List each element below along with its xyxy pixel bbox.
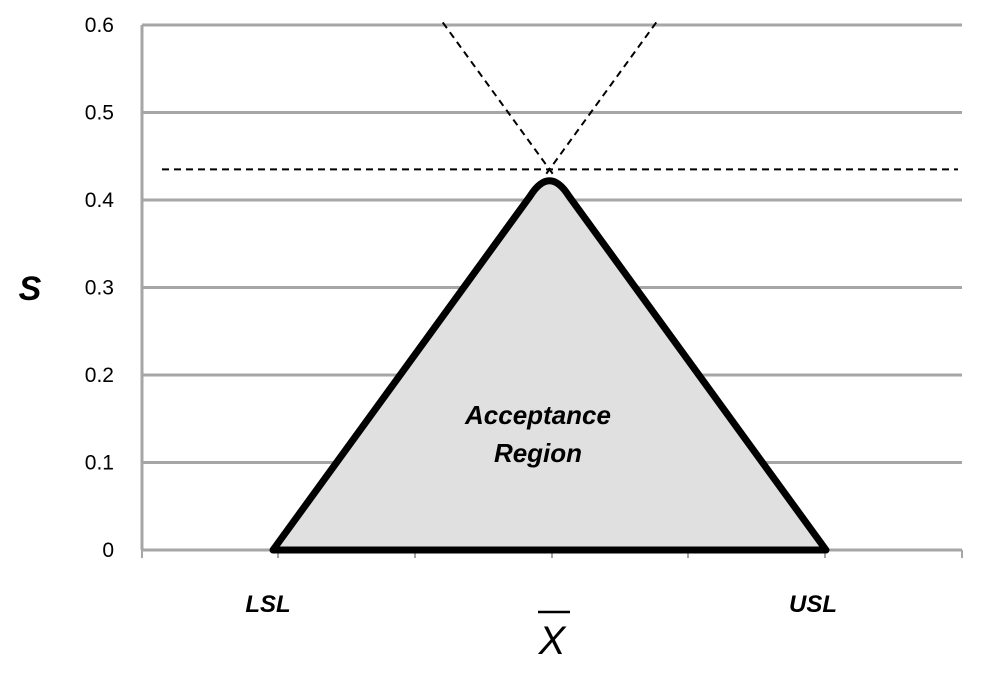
lsl-label: LSL bbox=[245, 591, 290, 618]
y-tick-label: 0.6 bbox=[85, 14, 114, 37]
region-label-line2: Region bbox=[494, 438, 582, 468]
y-tick-label: 0.3 bbox=[85, 277, 114, 300]
y-tick-label: 0.1 bbox=[85, 452, 114, 475]
y-tick-label: 0 bbox=[102, 539, 114, 562]
y-axis-label: S bbox=[19, 270, 42, 308]
y-tick-label: 0.4 bbox=[85, 189, 115, 212]
left-side-extension-line bbox=[545, 21, 658, 175]
y-tick-label: 0.5 bbox=[85, 102, 114, 125]
region-label-line1: Acceptance bbox=[464, 400, 611, 430]
reference-lines bbox=[162, 21, 958, 175]
y-tick-label: 0.2 bbox=[85, 364, 114, 387]
usl-label: USL bbox=[789, 591, 837, 618]
acceptance-region bbox=[269, 177, 830, 554]
acceptance-region-boundary bbox=[269, 177, 830, 554]
y-tick-labels: 0 0.1 0.2 0.3 0.4 0.5 0.6 bbox=[85, 14, 115, 562]
right-side-extension-line bbox=[441, 21, 554, 175]
x-axis-label: X bbox=[538, 619, 567, 663]
